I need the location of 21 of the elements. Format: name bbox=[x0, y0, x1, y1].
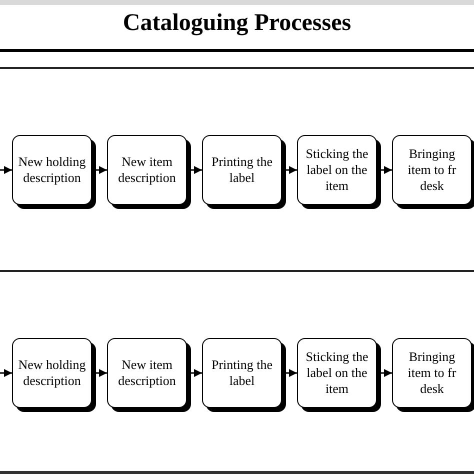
arrow bbox=[95, 166, 107, 174]
arrow bbox=[380, 166, 392, 174]
arrow bbox=[380, 369, 392, 377]
arrow bbox=[285, 369, 297, 377]
arrow bbox=[285, 166, 297, 174]
process-label: New holding description bbox=[17, 357, 87, 389]
process-label: Sticking the label on the item bbox=[304, 146, 370, 194]
process-label: New holding description bbox=[17, 154, 87, 186]
process-label: Bringing item to fr desk bbox=[406, 146, 458, 194]
diagram-title: Cataloguing Processes bbox=[122, 9, 352, 38]
process-label: Printing the label bbox=[210, 154, 274, 186]
process-label: Bringing item to fr desk bbox=[406, 349, 458, 397]
process-label: New item description bbox=[117, 357, 177, 389]
process-label: Printing the label bbox=[210, 357, 274, 389]
process-label: New item description bbox=[117, 154, 177, 186]
arrow bbox=[0, 166, 12, 174]
arrow bbox=[190, 369, 202, 377]
arrow bbox=[0, 369, 12, 377]
arrow bbox=[95, 369, 107, 377]
arrow bbox=[190, 166, 202, 174]
process-label: Sticking the label on the item bbox=[304, 349, 370, 397]
